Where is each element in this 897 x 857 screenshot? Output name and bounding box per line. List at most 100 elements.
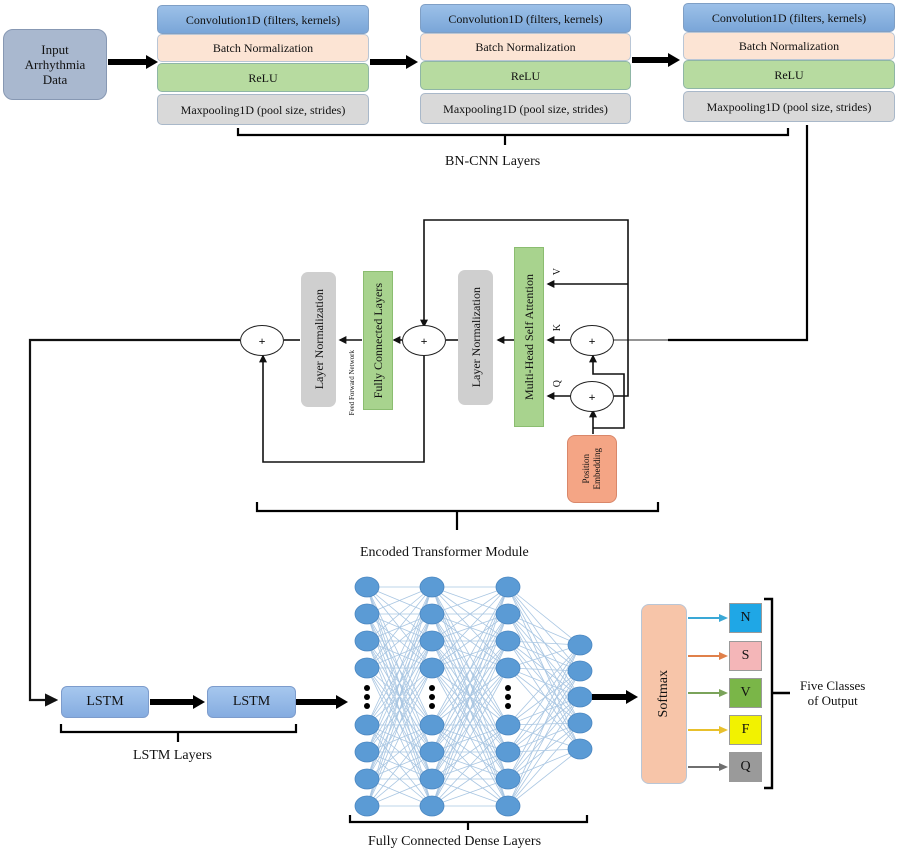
dense-neuron (495, 795, 521, 817)
dense-neuron (354, 603, 380, 625)
dense-connection (507, 644, 581, 726)
lstm-group-bracket (59, 724, 298, 742)
conv1d-layer: Convolution1D (filters, kernels) (157, 5, 369, 34)
dense-connection (431, 667, 509, 807)
layer-normalization-2: Layer Normalization (458, 270, 493, 405)
output-class-s: S (729, 641, 762, 671)
dense-neuron (567, 660, 593, 682)
dense-connection (431, 586, 509, 642)
maxpool-layer: Maxpooling1D (pool size, strides) (157, 94, 369, 125)
cnn-to-transformer-line (668, 125, 809, 342)
position-embedding-label: Position Embedding (581, 448, 603, 490)
dense-connection (507, 640, 581, 672)
dense-neuron (495, 576, 521, 598)
dense-neuron (567, 634, 593, 656)
k-input-label: K (552, 324, 563, 332)
dense-neuron (354, 576, 380, 598)
dense-connection (431, 586, 509, 669)
class-arrow-head (719, 689, 728, 697)
ellipsis-dot (429, 703, 435, 709)
multi-head-self-attention: Multi-Head Self Attention (514, 247, 544, 427)
add-node-output: + (240, 325, 284, 356)
dense-neuron (419, 630, 445, 652)
dense-connection (507, 667, 581, 750)
dense-neuron (354, 714, 380, 736)
softmax-label: Softmax (656, 670, 671, 718)
dense-group-bracket (348, 815, 589, 830)
dense-group-label: Fully Connected Dense Layers (368, 834, 542, 849)
cnn-group-bracket (236, 128, 790, 145)
dense-connection (366, 586, 433, 669)
maxpool-layer: Maxpooling1D (pool size, strides) (420, 93, 631, 124)
dense-connection (507, 667, 581, 724)
add-node-residual: + (402, 325, 446, 356)
pos-line: Embedding (592, 448, 602, 490)
position-embedding: Position Embedding (567, 435, 617, 503)
plus-symbol: + (258, 333, 266, 348)
output-class-n: N (729, 603, 762, 633)
dense-connection (366, 751, 433, 807)
input-label-line: Data (42, 72, 68, 87)
dense-connection (507, 748, 581, 807)
add-node-q: + (570, 381, 614, 412)
conv1d-layer: Convolution1D (filters, kernels) (420, 4, 631, 33)
dense-connection (431, 778, 509, 807)
dense-connection (507, 644, 581, 753)
dense-neuron (495, 768, 521, 790)
output-class-v: V (729, 678, 762, 708)
dense-neuron (354, 741, 380, 763)
dense-neuron (567, 686, 593, 708)
fc-label: Fully Connected Layers (371, 282, 385, 399)
output-group-label: Five Classes of Output (800, 678, 865, 708)
dense-neuron (354, 657, 380, 679)
output-label-line: Five Classes (800, 678, 866, 693)
ellipsis-dot (364, 703, 370, 709)
dense-neuron (419, 768, 445, 790)
maxpool-layer: Maxpooling1D (pool size, strides) (683, 91, 895, 122)
dense-connection (507, 613, 581, 672)
dense-neuron (354, 795, 380, 817)
dense-connection (366, 586, 433, 642)
ellipsis-dot (429, 685, 435, 691)
class-arrow-head (719, 726, 728, 734)
q-input-label: Q (552, 380, 563, 388)
dense-neuron (495, 657, 521, 679)
dense-neuron (419, 714, 445, 736)
conv1d-layer: Convolution1D (filters, kernels) (683, 3, 895, 32)
class-arrow-head (719, 763, 728, 771)
dense-neuron (495, 603, 521, 625)
input-label-line: Input (41, 42, 69, 57)
dense-neuron (419, 603, 445, 625)
relu-layer: ReLU (420, 61, 631, 90)
batch-norm-layer: Batch Normalization (683, 32, 895, 60)
dense-neuron (354, 768, 380, 790)
input-to-cnn1-arrow (108, 55, 158, 69)
dense-connection (431, 586, 509, 753)
ellipsis-dot (505, 694, 511, 700)
transformer-group-label: Encoded Transformer Module (360, 545, 529, 560)
dense-neuron (419, 576, 445, 598)
v-input-label: V (552, 268, 563, 276)
dense-connection (507, 640, 581, 698)
dense-connection (507, 667, 581, 698)
dense-connection (507, 644, 581, 669)
dense-connection (507, 613, 581, 646)
layer-norm-label: Layer Normalization (311, 289, 326, 390)
dense-connection (431, 586, 509, 615)
transformer-group-bracket (255, 502, 660, 530)
output-class-q: Q (729, 752, 762, 782)
layer-normalization-1: Layer Normalization (301, 272, 336, 407)
ellipsis-dot (364, 694, 370, 700)
dense-to-softmax-arrow (592, 690, 638, 704)
output-group-bracket (764, 597, 790, 790)
dense-connection (366, 586, 433, 807)
dense-connection (507, 670, 581, 807)
attention-label: Multi-Head Self Attention (522, 274, 536, 400)
lstm2-to-dense-arrow (296, 695, 348, 709)
lstm-cell-1: LSTM (61, 686, 149, 718)
dense-connection (507, 644, 581, 780)
dense-connection (507, 722, 581, 807)
dense-connection (507, 613, 581, 698)
ellipsis-dot (505, 703, 511, 709)
